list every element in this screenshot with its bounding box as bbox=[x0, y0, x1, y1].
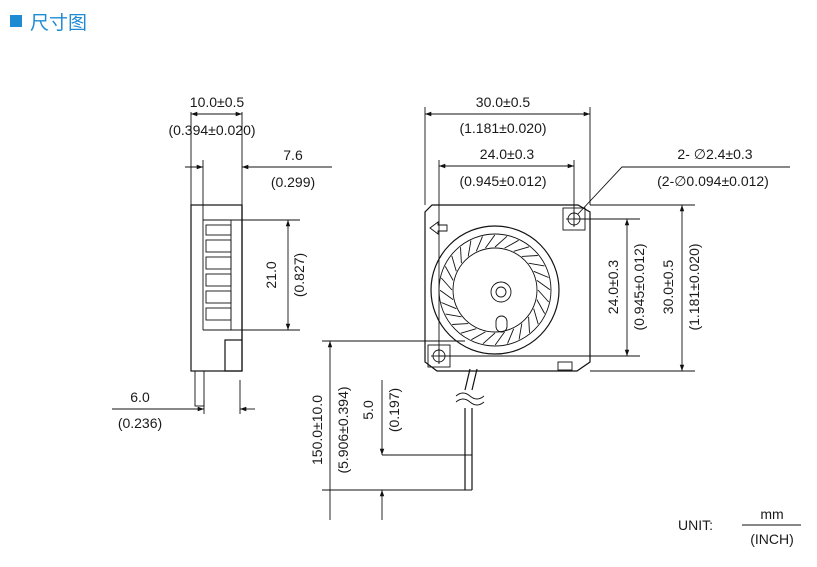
hub-outer bbox=[490, 281, 512, 303]
impeller-blade bbox=[482, 332, 496, 345]
v-pitch-mm: 24.0±0.3 bbox=[605, 260, 621, 315]
impeller-blade bbox=[475, 236, 483, 252]
hole-pitch-mm: 24.0±0.3 bbox=[480, 146, 535, 162]
side-width-mm: 10.0±0.5 bbox=[190, 94, 245, 110]
heading-square-icon bbox=[10, 15, 22, 27]
v-outer-mm: 30.0±0.5 bbox=[660, 260, 676, 315]
impeller-blade bbox=[521, 255, 538, 257]
impeller-blade bbox=[528, 316, 530, 333]
side-blade-slots bbox=[205, 224, 232, 321]
front-view: 30.0±0.5 (1.181±0.020) 24.0±0.3 (0.945±0… bbox=[424, 94, 790, 372]
impeller-blade bbox=[444, 266, 454, 281]
impeller-blade bbox=[533, 270, 549, 278]
unit-top: mm bbox=[760, 506, 783, 522]
impeller-blade bbox=[441, 302, 457, 310]
impeller-blade bbox=[471, 331, 486, 341]
impeller-outer bbox=[430, 225, 560, 355]
hole-diameter-mm: 2- ∅2.4±0.3 bbox=[677, 146, 752, 162]
lead-length-in: (5.906±0.394) bbox=[335, 386, 351, 473]
impeller-blade bbox=[440, 277, 453, 291]
outer-width-mm: 30.0±0.5 bbox=[476, 94, 531, 110]
impeller-blade bbox=[536, 299, 546, 314]
strip-length-mm: 5.0 bbox=[360, 400, 376, 420]
impeller-blade bbox=[533, 308, 539, 325]
v-pitch-in: (0.945±0.012) bbox=[631, 243, 647, 330]
impeller-blade bbox=[536, 280, 551, 291]
side-depth-in: (0.299) bbox=[271, 174, 315, 190]
impeller-blade bbox=[504, 239, 519, 249]
hole-pitch-in: (0.945±0.012) bbox=[459, 173, 546, 189]
impeller-blade bbox=[460, 247, 462, 264]
impeller-blade bbox=[451, 255, 457, 272]
unit-bottom: (INCH) bbox=[750, 531, 794, 547]
impeller-blade bbox=[494, 331, 505, 346]
pin-length-mm: 6.0 bbox=[130, 389, 150, 405]
impeller-blade bbox=[537, 289, 550, 303]
impeller-blade bbox=[452, 323, 469, 325]
impeller-blade bbox=[467, 240, 472, 257]
section-heading: 尺寸图 bbox=[10, 8, 87, 34]
impeller-blade bbox=[513, 246, 530, 252]
lead-length-mm: 150.0±10.0 bbox=[309, 395, 325, 465]
impeller-blade bbox=[485, 234, 496, 249]
unit-legend: UNIT: mm (INCH) bbox=[678, 506, 801, 547]
side-width-in: (0.394±0.020) bbox=[168, 122, 255, 138]
airflow-arrow-icon bbox=[429, 221, 448, 235]
v-outer-in: (1.181±0.020) bbox=[686, 243, 702, 330]
impeller-blade bbox=[445, 313, 462, 318]
side-depth-mm: 7.6 bbox=[283, 147, 303, 163]
hole-diameter-in: (2-∅0.094±0.012) bbox=[657, 173, 769, 189]
impeller-blade bbox=[507, 328, 515, 344]
strip-length-in: (0.197) bbox=[386, 388, 402, 432]
side-height-mm: 21.0 bbox=[263, 261, 279, 288]
impeller-blade bbox=[494, 235, 508, 248]
impeller-blade bbox=[439, 289, 454, 300]
side-height-in: (0.827) bbox=[291, 253, 307, 297]
outer-width-in: (1.181±0.020) bbox=[459, 120, 546, 136]
impeller-blade bbox=[460, 328, 477, 334]
side-view: 10.0±0.5 (0.394±0.020) 7.6 (0.299) 21.0 … bbox=[112, 94, 332, 431]
front-housing-outline bbox=[424, 204, 591, 372]
impeller-blade bbox=[518, 323, 523, 340]
lead-wires: 150.0±10.0 (5.906±0.394) 5.0 (0.197) bbox=[309, 340, 485, 520]
pin-length-in: (0.236) bbox=[118, 415, 162, 431]
unit-label: UNIT: bbox=[678, 517, 713, 533]
impeller-blades bbox=[439, 234, 551, 346]
side-body-outline bbox=[190, 204, 243, 372]
hole-leader-line bbox=[577, 166, 790, 215]
side-pin bbox=[194, 370, 205, 407]
heading-title: 尺寸图 bbox=[30, 11, 88, 34]
impeller-blade bbox=[528, 262, 545, 267]
